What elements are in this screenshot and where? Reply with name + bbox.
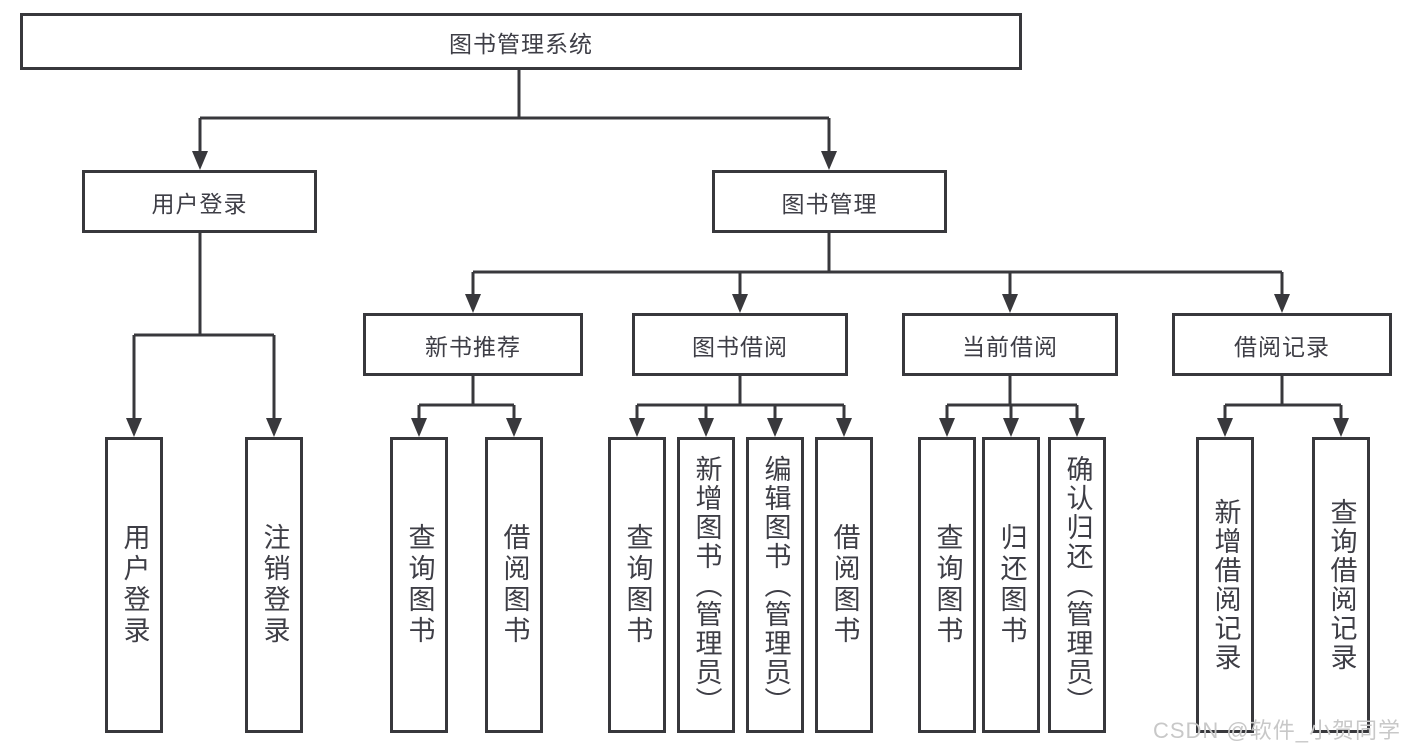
leaf-confirm-return-admin: 确认归还（管理员） <box>1048 437 1106 733</box>
leaf-logout: 注销登录 <box>245 437 303 733</box>
leaf-query-books-1: 查询图书 <box>390 437 448 733</box>
leaf-query-books-3: 查询图书 <box>918 437 976 733</box>
node-label: 新增图书（管理员） <box>691 454 722 716</box>
node-label: 新书推荐 <box>425 333 521 360</box>
node-borrowing-records: 借阅记录 <box>1172 313 1392 376</box>
node-label: 借阅记录 <box>1234 333 1330 360</box>
leaf-user-login: 用户登录 <box>105 437 163 733</box>
node-label: 查询图书 <box>404 523 435 647</box>
node-label: 查询图书 <box>932 523 963 647</box>
node-label: 图书管理系统 <box>449 30 593 57</box>
node-label: 用户登录 <box>151 190 248 217</box>
node-label: 编辑图书（管理员） <box>760 454 791 716</box>
node-new-book-recommend: 新书推荐 <box>363 313 583 376</box>
node-label: 借阅图书 <box>829 523 860 647</box>
arrowheads <box>126 151 1349 437</box>
leaf-query-books-2: 查询图书 <box>608 437 666 733</box>
leaf-return-books: 归还图书 <box>982 437 1040 733</box>
node-user-login: 用户登录 <box>82 170 317 233</box>
node-label: 注销登录 <box>259 523 290 647</box>
node-book-borrowing: 图书借阅 <box>632 313 848 376</box>
node-label: 用户登录 <box>119 523 150 647</box>
leaf-edit-books-admin: 编辑图书（管理员） <box>746 437 804 733</box>
node-label: 借阅图书 <box>499 523 530 647</box>
leaf-borrow-books-2: 借阅图书 <box>815 437 873 733</box>
node-book-management: 图书管理 <box>712 170 947 233</box>
node-label: 归还图书 <box>996 523 1027 647</box>
node-label: 查询借阅记录 <box>1326 498 1357 672</box>
leaf-query-borrow-record: 查询借阅记录 <box>1312 437 1370 733</box>
node-current-borrowing: 当前借阅 <box>902 313 1118 376</box>
leaf-add-borrow-record: 新增借阅记录 <box>1196 437 1254 733</box>
node-label: 图书借阅 <box>692 333 788 360</box>
node-label: 查询图书 <box>622 523 653 647</box>
node-label: 图书管理 <box>781 190 878 217</box>
leaf-borrow-books-1: 借阅图书 <box>485 437 543 733</box>
node-label: 确认归还（管理员） <box>1062 454 1093 716</box>
node-label: 新增借阅记录 <box>1210 498 1241 672</box>
leaf-add-books-admin: 新增图书（管理员） <box>677 437 735 733</box>
node-label: 当前借阅 <box>962 333 1058 360</box>
node-library-system: 图书管理系统 <box>20 13 1022 70</box>
